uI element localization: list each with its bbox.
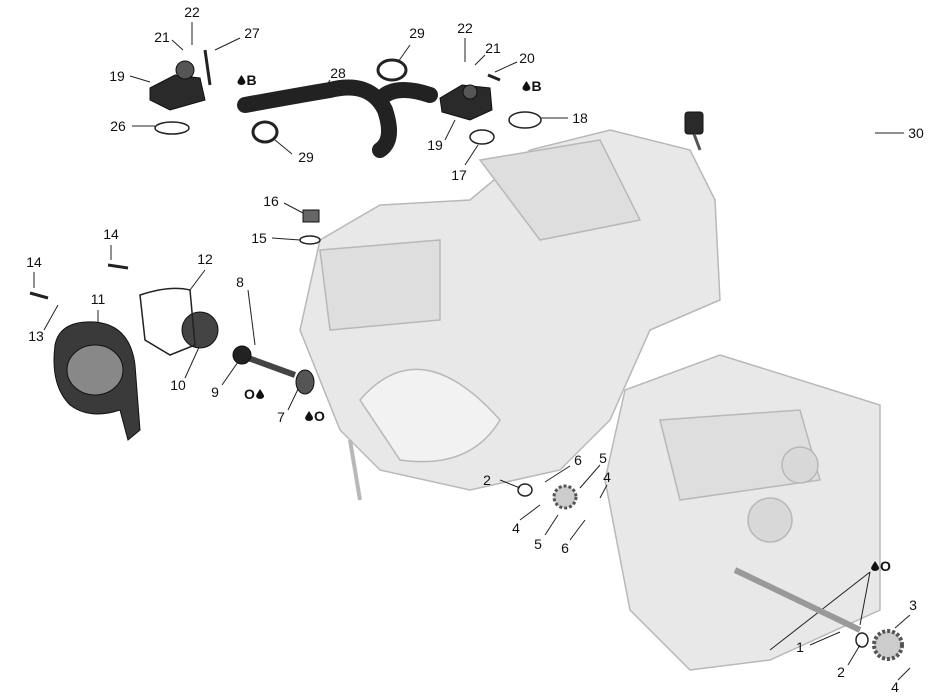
oil-label: O — [880, 558, 891, 574]
oil-marker: O — [305, 408, 325, 424]
callout-21: 21 — [485, 40, 501, 56]
callout-8: 8 — [236, 274, 244, 290]
temp-sensor — [684, 111, 704, 135]
callout-19: 19 — [427, 137, 443, 153]
callout-22: 22 — [457, 20, 473, 36]
callout-11: 11 — [90, 291, 106, 307]
thermostat-housing-left — [149, 60, 206, 111]
grease-label: B — [531, 78, 542, 94]
o-ring-26 — [154, 121, 190, 135]
callout-19: 19 — [109, 68, 125, 84]
grease-marker: B — [522, 78, 542, 94]
oil-marker: O — [244, 386, 264, 402]
callout-5: 5 — [534, 536, 542, 552]
callout-6: 6 — [574, 452, 582, 468]
gear-right — [872, 629, 904, 661]
clamp-29a — [376, 58, 408, 82]
callout-1: 1 — [796, 639, 804, 655]
callout-3: 3 — [909, 597, 917, 613]
callout-13: 13 — [28, 328, 44, 344]
clamp-29b — [251, 120, 279, 144]
callout-27: 27 — [244, 25, 260, 41]
callout-2: 2 — [837, 664, 845, 680]
callout-29: 29 — [409, 25, 425, 41]
callout-4: 4 — [512, 520, 520, 536]
callout-14: 14 — [103, 226, 119, 242]
crankcase — [604, 354, 881, 671]
o-ring-15 — [299, 235, 321, 245]
callout-17: 17 — [451, 167, 467, 183]
drop-icon — [871, 561, 880, 571]
callout-4: 4 — [603, 469, 611, 485]
plug — [302, 209, 320, 223]
callout-9: 9 — [211, 384, 219, 400]
callout-29: 29 — [298, 149, 314, 165]
drop-icon — [522, 81, 531, 91]
oil-pump-shaft — [733, 567, 862, 633]
callout-22: 22 — [184, 4, 200, 20]
drop-icon — [305, 411, 314, 421]
oil-label: O — [244, 386, 255, 402]
callout-18: 18 — [572, 110, 588, 126]
seal — [295, 369, 315, 395]
washer-2b — [855, 632, 869, 648]
callout-16: 16 — [263, 193, 279, 209]
callout-28: 28 — [330, 65, 346, 81]
drop-icon — [237, 75, 246, 85]
callout-6: 6 — [561, 540, 569, 556]
callout-12: 12 — [197, 251, 213, 267]
washer-2a — [517, 483, 533, 497]
impeller — [181, 311, 219, 349]
gasket — [139, 287, 196, 356]
engine-block — [299, 129, 721, 501]
callout-5: 5 — [599, 450, 607, 466]
gear-left — [552, 484, 578, 510]
o-ring-17 — [469, 129, 495, 145]
callout-2: 2 — [483, 472, 491, 488]
callout-21: 21 — [154, 29, 170, 45]
callout-30: 30 — [908, 125, 924, 141]
o-ring-18 — [508, 111, 542, 129]
oil-marker: O — [871, 558, 891, 574]
drop-icon — [255, 389, 264, 399]
grease-label: B — [246, 72, 257, 88]
callout-10: 10 — [170, 377, 186, 393]
callout-4: 4 — [891, 679, 899, 695]
oil-label: O — [314, 408, 325, 424]
grease-marker: B — [237, 72, 257, 88]
callout-20: 20 — [519, 50, 535, 66]
callout-15: 15 — [251, 230, 267, 246]
callout-26: 26 — [110, 118, 126, 134]
thermostat-housing-right — [439, 84, 493, 121]
coolant-hose — [237, 79, 438, 158]
callout-14: 14 — [26, 254, 42, 270]
callout-7: 7 — [277, 409, 285, 425]
